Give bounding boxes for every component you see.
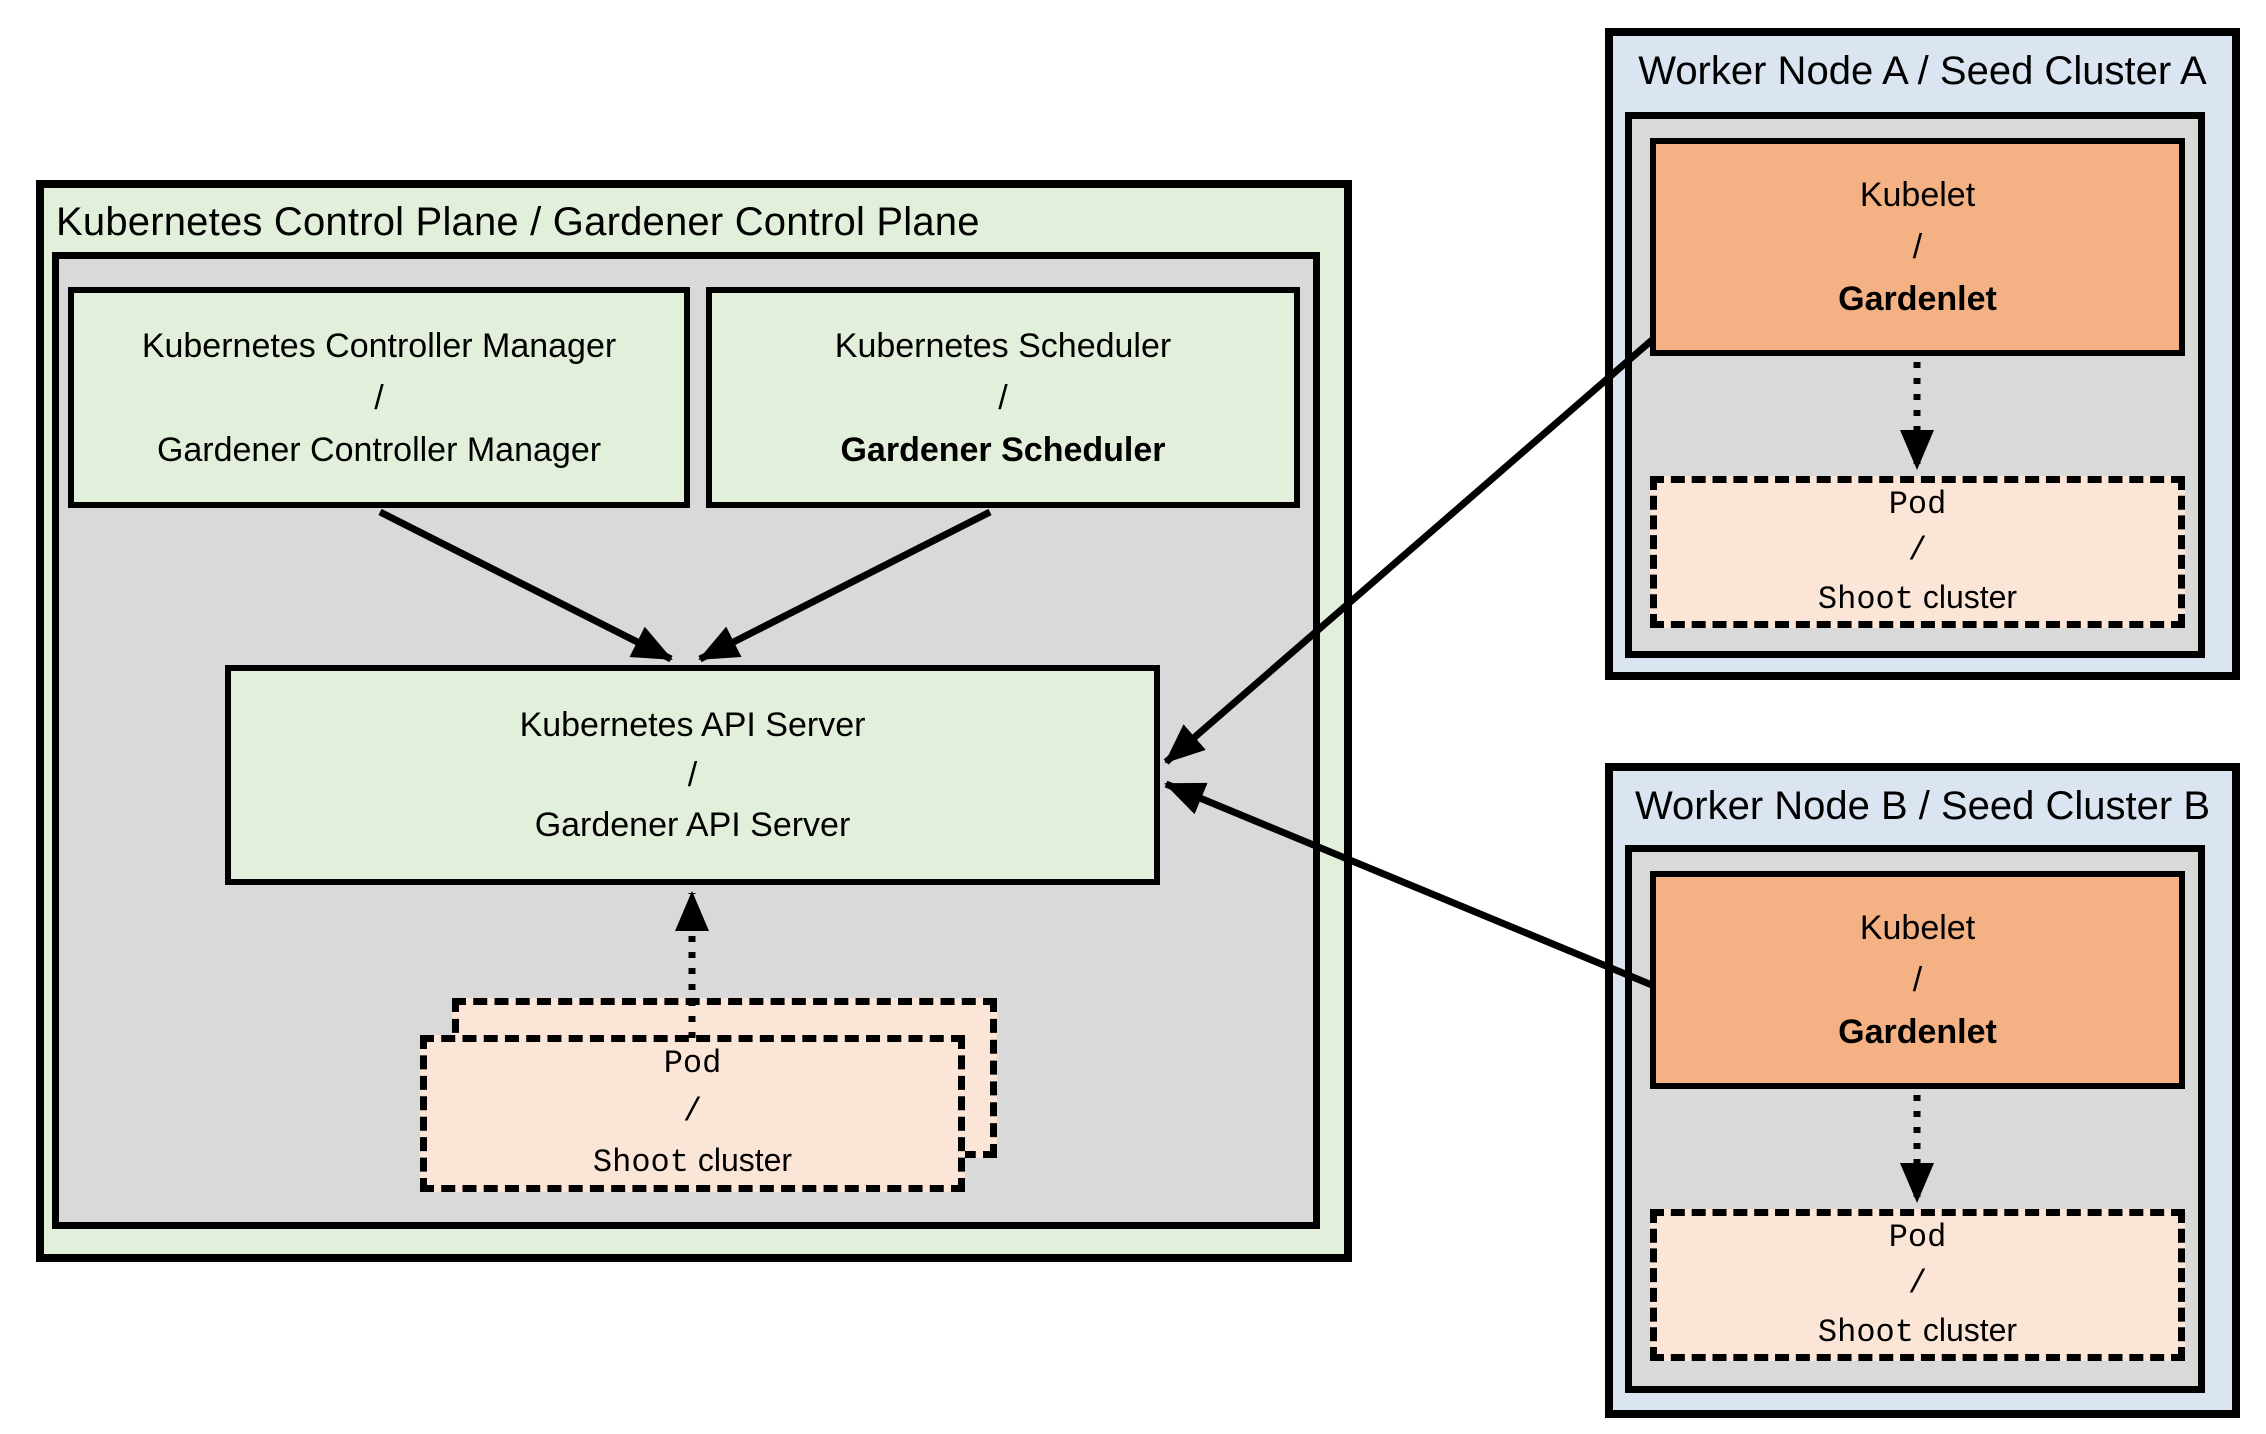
- api-server-slash: /: [687, 756, 698, 794]
- controller-manager-slash: /: [374, 378, 384, 417]
- controller-manager-line2: Gardener Controller Manager: [156, 430, 602, 469]
- pod-b-line2-shoot: Shoot: [1817, 1313, 1914, 1351]
- worker-node-a-title: Worker Node A / Seed Cluster A: [1638, 48, 2207, 93]
- control-plane-title: Kubernetes Control Plane / Gardener Cont…: [56, 199, 980, 244]
- pod-shoot-cluster-b-box: Pod / Shoot cluster: [1650, 1209, 2185, 1361]
- api-server-line2: Gardener API Server: [534, 806, 851, 844]
- kubelet-b-line2: Gardenlet: [1838, 1013, 1997, 1051]
- pod-a-line1: Pod: [1888, 485, 1947, 523]
- pod-line2-cluster: cluster: [697, 1142, 793, 1178]
- controller-manager-line1: Kubernetes Controller Manager: [141, 326, 617, 365]
- pod-b-slash: /: [1907, 1264, 1928, 1302]
- kubelet-a-slash: /: [1912, 228, 1923, 266]
- pod-a-line2-cluster: cluster: [1922, 578, 2018, 615]
- kubelet-b-slash: /: [1912, 961, 1923, 999]
- pod-line1: Pod: [663, 1045, 722, 1082]
- worker-node-b-title: Worker Node B / Seed Cluster B: [1634, 783, 2211, 828]
- api-server-line1: Kubernetes API Server: [519, 706, 866, 744]
- kubelet-a-line2: Gardenlet: [1838, 280, 1997, 318]
- pod-line2-shoot: Shoot: [592, 1144, 689, 1181]
- kubelet-gardenlet-a-box: Kubelet / Gardenlet: [1650, 138, 2185, 356]
- pod-shoot-cluster-box: Pod / Shoot cluster: [420, 1035, 965, 1192]
- pod-a-line2: Shoot cluster: [1818, 574, 2017, 623]
- scheduler-line2: Gardener Scheduler: [840, 430, 1166, 469]
- pod-a-line2-shoot: Shoot: [1817, 580, 1914, 618]
- pod-shoot-cluster-a-box: Pod / Shoot cluster: [1650, 476, 2185, 628]
- pod-b-line1: Pod: [1888, 1218, 1947, 1256]
- controller-manager-box: Kubernetes Controller Manager / Gardener…: [68, 287, 690, 508]
- pod-b-line2: Shoot cluster: [1818, 1307, 2017, 1356]
- scheduler-slash: /: [998, 378, 1008, 417]
- pod-a-slash: /: [1907, 531, 1928, 569]
- pod-slash: /: [682, 1093, 703, 1130]
- kubelet-a-line1: Kubelet: [1859, 176, 1976, 214]
- scheduler-line1: Kubernetes Scheduler: [834, 326, 1172, 365]
- api-server-box: Kubernetes API Server / Gardener API Ser…: [225, 665, 1160, 885]
- pod-b-line2-cluster: cluster: [1922, 1311, 2018, 1348]
- kubelet-b-line1: Kubelet: [1859, 909, 1976, 947]
- scheduler-box: Kubernetes Scheduler / Gardener Schedule…: [706, 287, 1300, 508]
- kubelet-gardenlet-b-box: Kubelet / Gardenlet: [1650, 871, 2185, 1089]
- pod-line2: Shoot cluster: [593, 1136, 792, 1187]
